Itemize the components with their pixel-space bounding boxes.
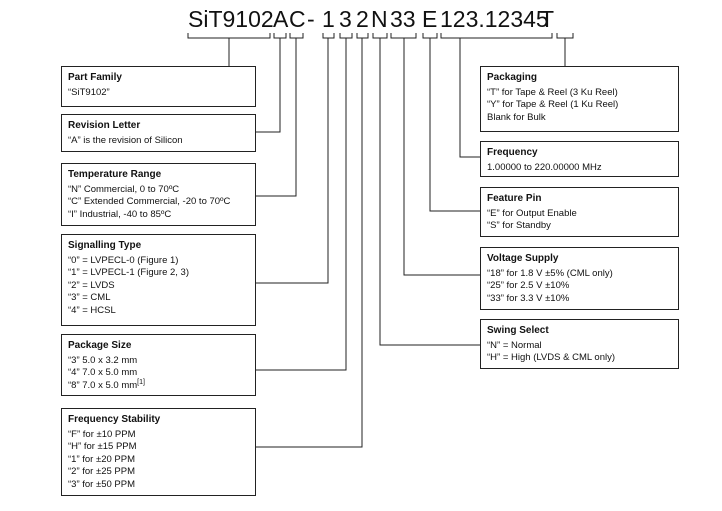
revision-letter-line: “A” is the revision of Silicon <box>68 134 183 146</box>
pn-stability: 2 <box>356 6 369 32</box>
stability-line: “2” for ±25 PPM <box>68 466 135 477</box>
box-frequency-stability: Frequency Stability “F” for ±10 PPM “H” … <box>61 408 256 496</box>
temperature-line: “N” Commercial, 0 to 70ºC <box>68 183 180 195</box>
bracket-revision <box>273 33 287 39</box>
temperature-range-title: Temperature Range <box>68 169 162 180</box>
swing-line: “H” = High (LVDS & CML only) <box>487 352 616 363</box>
package-line: “4” 7.0 x 5.0 mm <box>68 367 138 378</box>
packaging-line: “Y” for Tape & Reel (1 Ku Reel) <box>487 99 619 110</box>
feature-pin-title: Feature Pin <box>487 193 542 204</box>
signalling-type-title: Signalling Type <box>68 240 142 251</box>
part-family-line: “SiT9102” <box>68 86 110 98</box>
pn-packaging: T <box>540 6 555 32</box>
pn-dash: - <box>307 6 315 32</box>
pn-frequency: 123.12345 <box>440 6 549 32</box>
frequency-stability-title: Frequency Stability <box>68 414 161 425</box>
pn-feature: E <box>422 6 438 32</box>
pn-family: SiT9102 <box>188 6 274 32</box>
voltage-line: “33” for 3.3 V ±10% <box>487 292 570 304</box>
box-package-size: Package Size “3” 5.0 x 3.2 mm “4” 7.0 x … <box>61 334 256 396</box>
swing-line: “N” = Normal <box>487 339 542 351</box>
temperature-line: “I” Industrial, -40 to 85ºC <box>68 208 172 220</box>
frequency-line: 1.00000 to 220.00000 MHz <box>487 161 602 173</box>
box-feature-pin: Feature Pin “E” for Output Enable “S” fo… <box>480 187 679 237</box>
stability-line: “1” for ±20 PPM <box>68 453 135 465</box>
packaging-line: Blank for Bulk <box>487 111 546 123</box>
bracket-signal <box>322 33 335 39</box>
bracket-family <box>187 33 271 39</box>
pn-swing: N <box>371 6 388 32</box>
signalling-line: “1” = LVPECL-1 (Figure 2, 3) <box>68 267 189 278</box>
signalling-line: “3” = CML <box>68 292 111 303</box>
box-frequency: Frequency 1.00000 to 220.00000 MHz <box>480 141 679 177</box>
package-line: “3” 5.0 x 3.2 mm <box>68 354 138 366</box>
package-line: “8” 7.0 x 5.0 mm <box>68 379 138 391</box>
bracket-temp <box>289 33 304 39</box>
packaging-line: “T” for Tape & Reel (3 Ku Reel) <box>487 86 618 98</box>
temperature-line: “C” Extended Commercial, -20 to 70ºC <box>68 196 231 207</box>
bracket-feature <box>422 33 438 39</box>
signalling-line: “2” = LVDS <box>68 279 115 291</box>
footnote-marker: [1] <box>137 378 145 386</box>
pn-temp: C <box>289 6 306 32</box>
bracket-voltage <box>390 33 417 39</box>
voltage-line: “25” for 2.5 V ±10% <box>487 280 570 291</box>
voltage-supply-title: Voltage Supply <box>487 253 559 264</box>
voltage-line: “18” for 1.8 V ±5% (CML only) <box>487 267 613 279</box>
frequency-title: Frequency <box>487 147 538 158</box>
package-line-with-footnote: “8” 7.0 x 5.0 mm[1] <box>68 378 249 393</box>
box-revision-letter: Revision Letter “A” is the revision of S… <box>61 114 256 152</box>
part-family-title: Part Family <box>68 72 122 83</box>
pn-signal: 1 <box>322 6 335 32</box>
stability-line: “F” for ±10 PPM <box>68 428 136 440</box>
bracket-packaging <box>556 33 574 39</box>
bracket-package <box>339 33 353 39</box>
feature-pin-line: “E” for Output Enable <box>487 207 577 219</box>
revision-letter-title: Revision Letter <box>68 120 141 131</box>
box-temperature-range: Temperature Range “N” Commercial, 0 to 7… <box>61 163 256 226</box>
stability-line: “H” for ±15 PPM <box>68 441 137 452</box>
bracket-stability <box>356 33 369 39</box>
bracket-swing <box>372 33 388 39</box>
box-part-family: Part Family “SiT9102” <box>61 66 256 107</box>
signalling-line: “4” = HCSL <box>68 304 116 316</box>
package-size-title: Package Size <box>68 340 132 351</box>
pn-package: 3 <box>339 6 352 32</box>
box-swing-select: Swing Select “N” = Normal “H” = High (LV… <box>480 319 679 369</box>
packaging-title: Packaging <box>487 72 538 83</box>
stability-line: “3” for ±50 PPM <box>68 478 135 490</box>
bracket-frequency <box>440 33 553 39</box>
box-signalling-type: Signalling Type “0” = LVPECL-0 (Figure 1… <box>61 234 256 326</box>
pn-revision: A <box>273 6 289 32</box>
feature-pin-line: “S” for Standby <box>487 220 551 231</box>
box-voltage-supply: Voltage Supply “18” for 1.8 V ±5% (CML o… <box>480 247 679 310</box>
pn-voltage: 33 <box>390 6 416 32</box>
box-packaging: Packaging “T” for Tape & Reel (3 Ku Reel… <box>480 66 679 132</box>
signalling-line: “0” = LVPECL-0 (Figure 1) <box>68 254 179 266</box>
swing-select-title: Swing Select <box>487 325 549 336</box>
